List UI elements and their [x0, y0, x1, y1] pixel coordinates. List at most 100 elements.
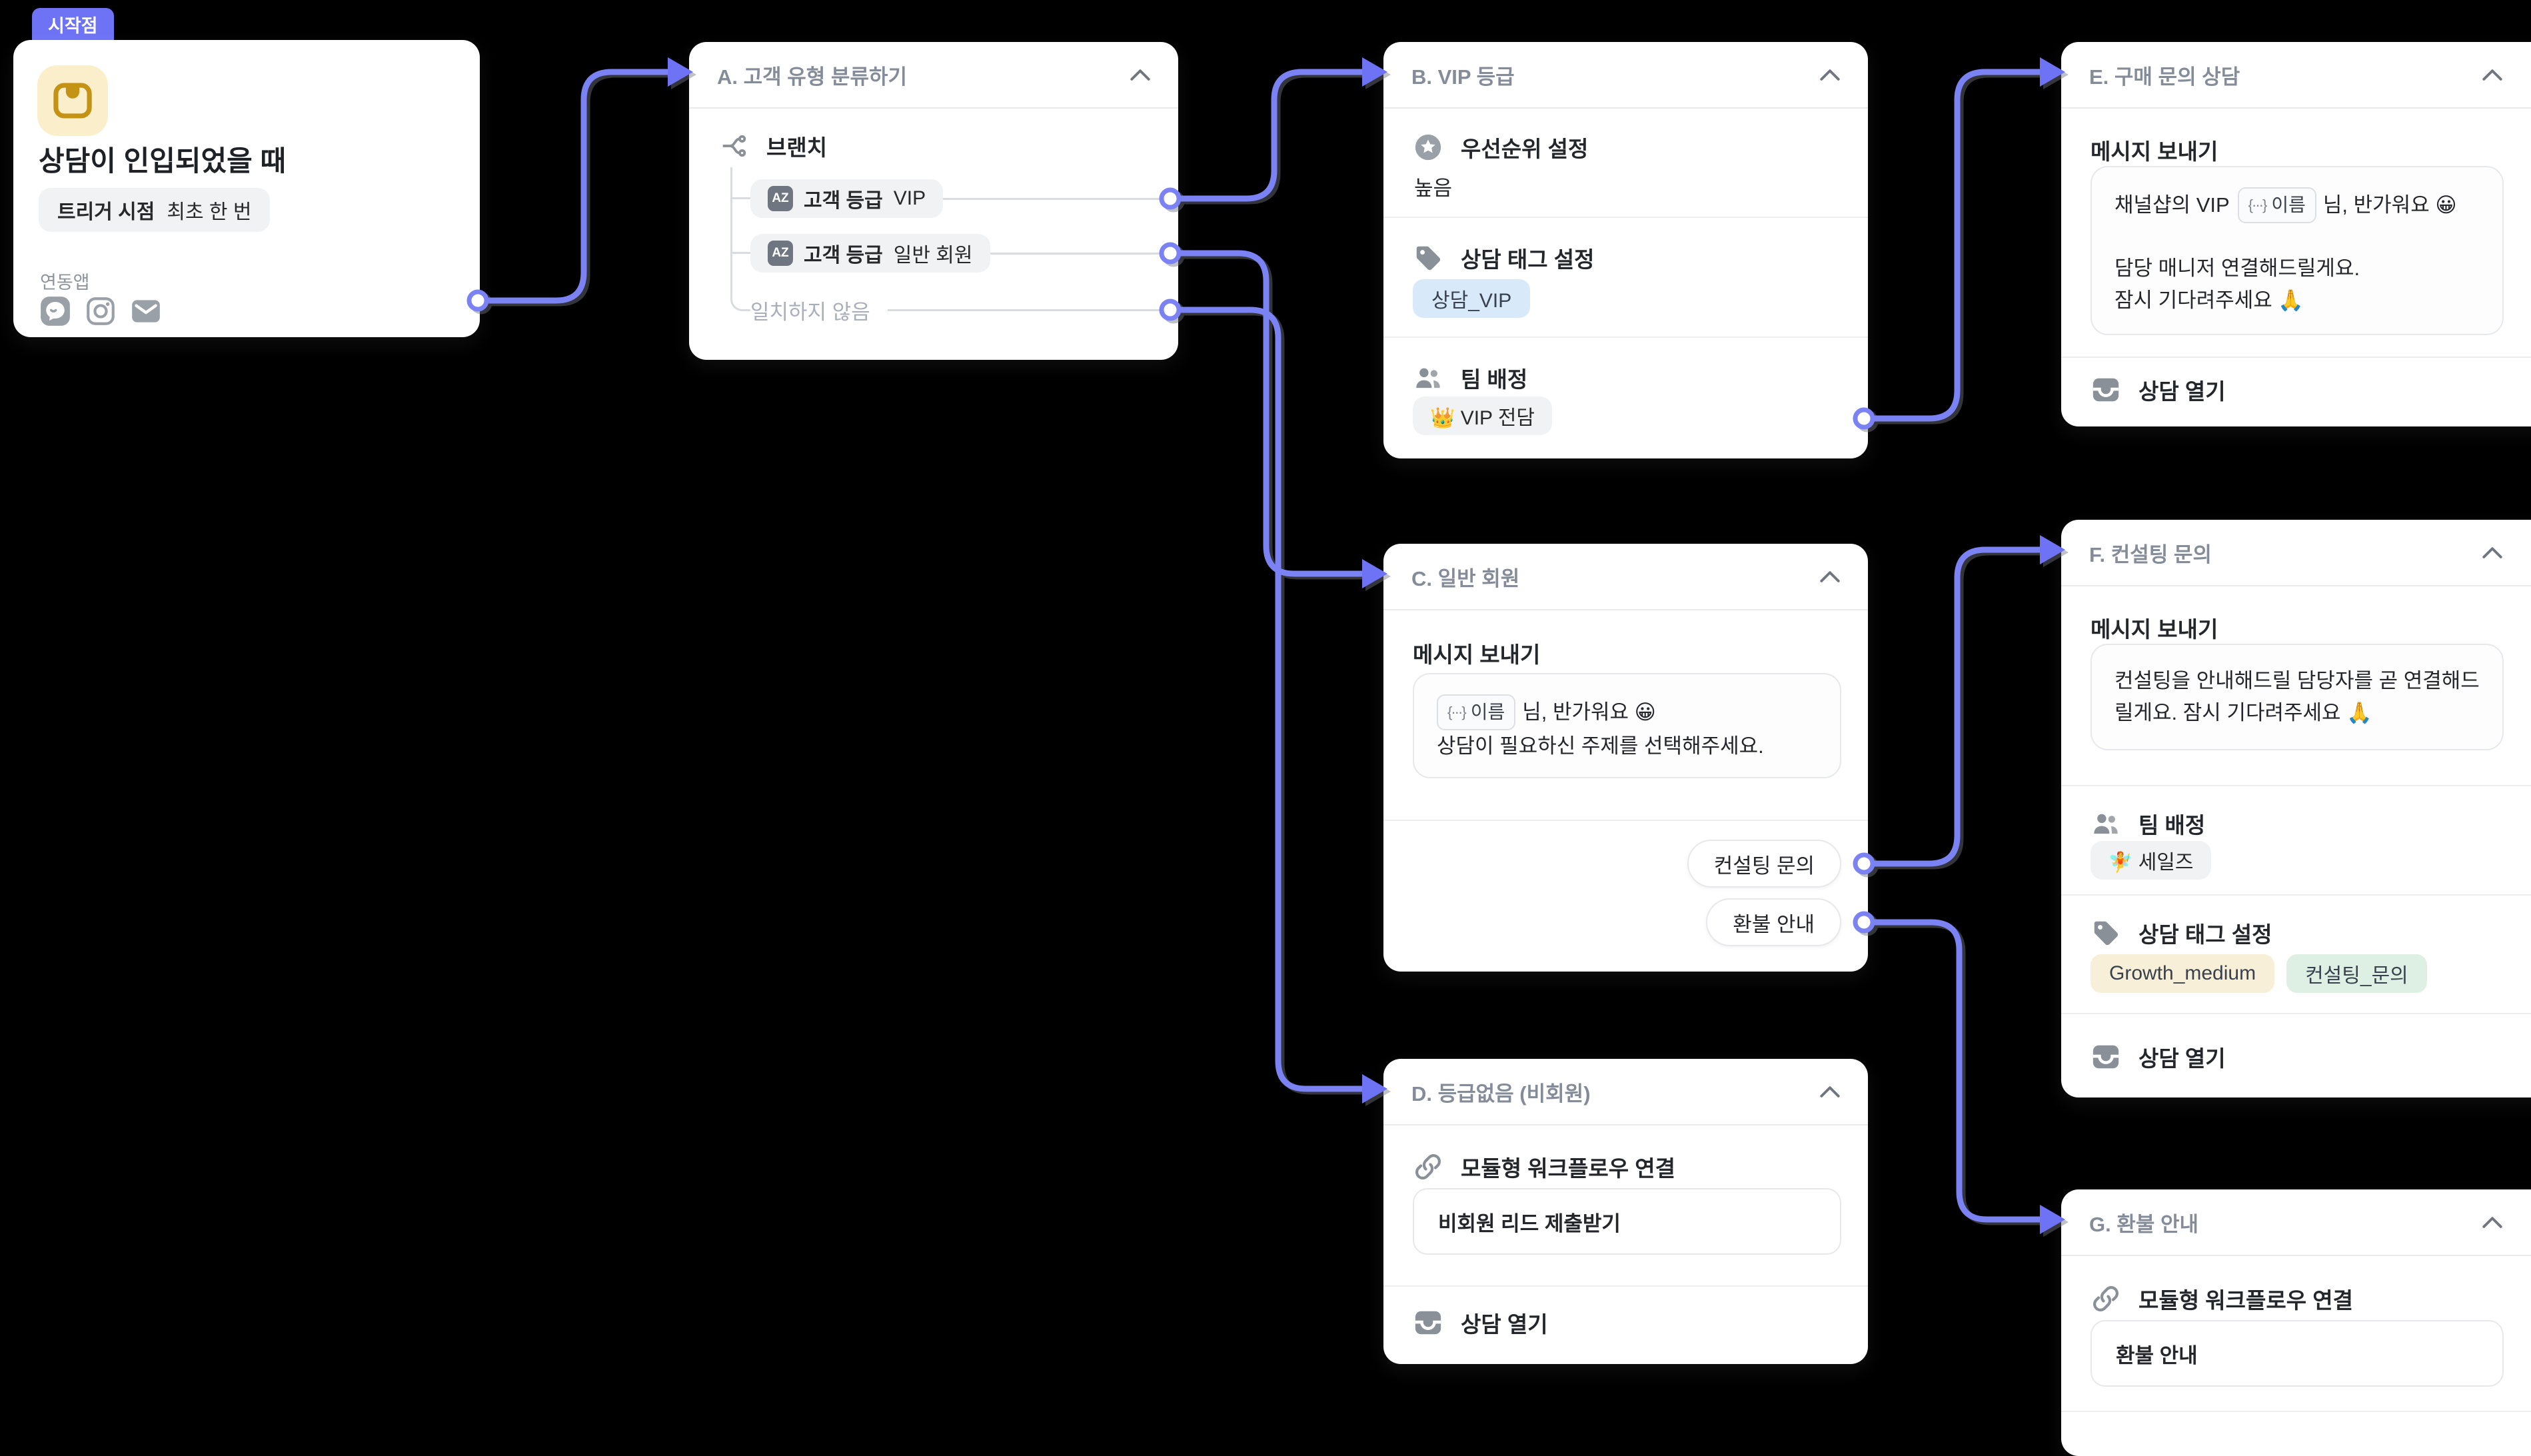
people-icon: [1416, 368, 1440, 388]
chevron-up-icon[interactable]: [1820, 570, 1840, 583]
tag-chip[interactable]: Growth_medium: [2091, 954, 2275, 993]
node-a-header[interactable]: A. 고객 유형 분류하기: [689, 42, 1178, 109]
trigger-value: 최초 한 번: [167, 201, 252, 223]
branch-tree-stub: [730, 252, 750, 254]
node-card-f[interactable]: F. 컨설팅 문의 메시지 보내기 컨설팅을 안내해드릴 담당자를 곧 연결해드…: [2061, 520, 2531, 1097]
branch-connector-line: [990, 252, 1178, 255]
chevron-up-icon[interactable]: [2482, 68, 2502, 81]
module-section-title: 모듈형 워크플로우 연결: [2091, 1283, 2531, 1315]
quick-reply-consulting-button[interactable]: 컨설팅 문의: [1687, 840, 1841, 888]
connection-a-vip-to-b[interactable]: [1159, 57, 1387, 210]
module-workflow-value[interactable]: 비회원 리드 제출받기: [1413, 1188, 1841, 1255]
branch-section-title: 브랜치: [718, 130, 1152, 162]
node-a-title: A. 고객 유형 분류하기: [717, 65, 907, 89]
connection-c-consult-to-f[interactable]: [1853, 535, 2065, 875]
branch-condition-vip[interactable]: AZ 고객 등급 VIP: [750, 179, 944, 218]
priority-value[interactable]: 높음: [1414, 177, 1453, 200]
text-type-icon: AZ: [768, 241, 793, 266]
node-f-title: F. 컨설팅 문의: [2089, 542, 2212, 566]
node-d-header[interactable]: D. 등급없음 (비회원): [1383, 1059, 1868, 1125]
priority-section-title: 우선순위 설정: [1413, 131, 1841, 163]
node-card-d[interactable]: D. 등급없음 (비회원) 모듈형 워크플로우 연결 비회원 리드 제출받기 상…: [1383, 1059, 1868, 1364]
mail-icon: [132, 300, 160, 323]
start-card-title: 상담이 인입되었을 때: [39, 145, 287, 177]
divider: [2061, 1013, 2531, 1014]
inbox-open-icon: [1415, 1311, 1441, 1335]
node-f-header[interactable]: F. 컨설팅 문의: [2061, 520, 2531, 586]
divider: [1383, 337, 1868, 338]
connection-c-refund-to-g[interactable]: [1853, 911, 2065, 1234]
node-e-title: E. 구매 문의 상담: [2089, 65, 2240, 89]
divider: [2061, 785, 2531, 786]
branch-row-member: AZ 고객 등급 일반 회원: [750, 232, 1178, 275]
chevron-up-icon[interactable]: [2482, 546, 2502, 559]
node-card-e[interactable]: E. 구매 문의 상담 메시지 보내기 채널샵의 VIP {···}이름 님, …: [2061, 42, 2531, 426]
connected-apps-row: [39, 295, 163, 328]
module-workflow-value[interactable]: 환불 안내: [2091, 1320, 2504, 1387]
node-card-c[interactable]: C. 일반 회원 메시지 보내기 {···}이름 님, 반가워요 😀 상담이 필…: [1383, 544, 1868, 972]
node-card-b[interactable]: B. VIP 등급 우선순위 설정 높음 상담 태그 설정 상담_VIP 팀 배…: [1383, 42, 1868, 458]
connection-b-to-e[interactable]: [1853, 57, 2065, 430]
inbox-icon: [37, 65, 108, 136]
tag-icon: [2094, 921, 2118, 946]
message-section-title: 메시지 보내기: [1413, 642, 1541, 667]
branch-connector-line: [887, 309, 1178, 311]
instagram-icon: [87, 297, 115, 325]
chevron-up-icon[interactable]: [1130, 68, 1150, 81]
trigger-label: 트리거 시점: [57, 201, 155, 223]
node-b-title: B. VIP 등급: [1411, 65, 1515, 89]
branch-row-fallback: 일치하지 않음: [750, 295, 1178, 325]
node-c-title: C. 일반 회원: [1411, 566, 1520, 590]
tag-chip[interactable]: 컨설팅_문의: [2286, 954, 2427, 993]
chevron-up-icon[interactable]: [1820, 1085, 1840, 1098]
link-icon: [2093, 1286, 2118, 1311]
chevron-up-icon[interactable]: [2482, 1215, 2502, 1229]
branch-condition-member[interactable]: AZ 고객 등급 일반 회원: [750, 234, 990, 273]
node-card-a[interactable]: A. 고객 유형 분류하기 브랜치 AZ 고객 등급 VIP AZ 고객 등급 …: [689, 42, 1178, 360]
tag-section-title: 상담 태그 설정: [1413, 242, 1841, 274]
connected-apps-label: 연동앱: [40, 273, 90, 293]
workflow-canvas: { "colors": { "accent_purple": "#6d73f4"…: [13, 8, 2531, 1456]
divider: [2061, 894, 2531, 896]
connection-a-member-to-c[interactable]: [1159, 242, 1387, 588]
open-chat-section-title: 상담 열기: [2091, 374, 2531, 406]
quick-reply-refund-button[interactable]: 환불 안내: [1706, 898, 1841, 946]
divider: [2061, 1411, 2531, 1412]
branch-icon: [722, 135, 746, 157]
connection-a-fallback-to-d[interactable]: [1159, 299, 1387, 1103]
branch-tree-stub: [730, 197, 750, 199]
connection-start-to-a[interactable]: [466, 57, 693, 312]
chevron-up-icon[interactable]: [1820, 68, 1840, 81]
team-list: 🧚 세일즈: [2091, 841, 2211, 880]
message-preview[interactable]: 컨설팅을 안내해드릴 담당자를 곧 연결해드릴게요. 잠시 기다려주세요 🙏: [2091, 644, 2504, 750]
inbox-open-icon: [2093, 378, 2119, 402]
branch-tree-line: [730, 167, 750, 311]
link-icon: [1415, 1154, 1441, 1179]
branch-fallback-label[interactable]: 일치하지 않음: [750, 300, 870, 324]
tag-chip[interactable]: 상담_VIP: [1413, 279, 1531, 318]
branch-row-vip: AZ 고객 등급 VIP: [750, 177, 1178, 220]
divider: [2061, 357, 2531, 358]
team-section-title: 팀 배정: [2091, 808, 2531, 840]
node-g-header[interactable]: G. 환불 안내: [2061, 1189, 2531, 1256]
message-section-title: 메시지 보내기: [2091, 139, 2218, 164]
node-c-header[interactable]: C. 일반 회원: [1383, 544, 1868, 610]
node-e-header[interactable]: E. 구매 문의 상담: [2061, 42, 2531, 109]
team-chip[interactable]: 🧚 세일즈: [2091, 841, 2211, 880]
node-card-g[interactable]: G. 환불 안내 모듈형 워크플로우 연결 환불 안내: [2061, 1189, 2531, 1456]
people-icon: [2094, 814, 2118, 834]
trigger-timing-pill[interactable]: 트리거 시점 최초 한 번: [39, 188, 271, 232]
message-preview[interactable]: 채널샵의 VIP {···}이름 님, 반가워요 😀 담당 매니저 연결해드릴게…: [2091, 166, 2504, 335]
team-chip[interactable]: 👑 VIP 전담: [1413, 396, 1553, 435]
tag-icon: [1416, 246, 1441, 271]
message-preview[interactable]: {···}이름 님, 반가워요 😀 상담이 필요하신 주제를 선택해주세요.: [1413, 673, 1841, 778]
node-b-header[interactable]: B. VIP 등급: [1383, 42, 1868, 109]
start-card[interactable]: 상담이 인입되었을 때 트리거 시점 최초 한 번 연동앱: [13, 40, 480, 337]
divider: [1383, 217, 1868, 218]
divider: [1383, 1285, 1868, 1287]
tag-section-title: 상담 태그 설정: [2091, 917, 2531, 949]
open-chat-section-title: 상담 열기: [1413, 1307, 1841, 1339]
text-type-icon: AZ: [768, 186, 793, 211]
team-section-title: 팀 배정: [1413, 362, 1841, 394]
variable-chip: {···}이름: [1437, 694, 1516, 730]
